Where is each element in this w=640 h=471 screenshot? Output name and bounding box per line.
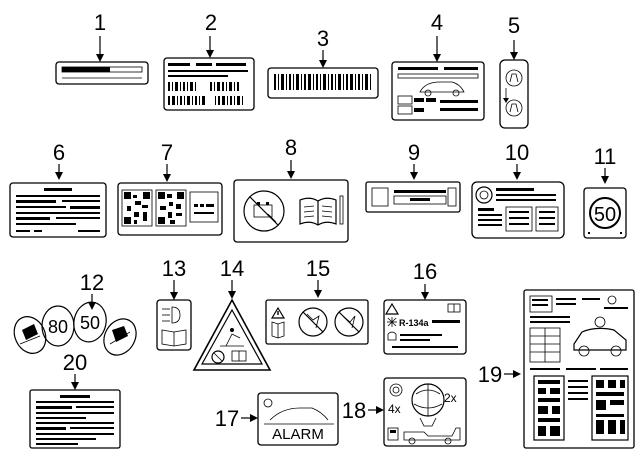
label-5: 5 — [499, 13, 529, 129]
callout-13: 13 — [162, 256, 186, 281]
fuse-diagram-right — [591, 375, 629, 441]
callout-9: 9 — [408, 140, 420, 165]
label-20: 20 — [29, 350, 121, 449]
callout-11: 11 — [594, 144, 617, 169]
book-icon — [161, 329, 187, 347]
label-10: 10 — [471, 140, 565, 239]
label-13: 13 — [156, 256, 192, 351]
callout-16: 16 — [413, 259, 437, 284]
warning-jack-icon — [220, 328, 244, 347]
callout-12: 12 — [80, 270, 104, 295]
headlight-icon — [162, 306, 181, 324]
count-4x-label: 4x — [388, 402, 401, 416]
speed-limit-value: 50 — [594, 204, 616, 226]
car-outline-icon — [573, 316, 627, 357]
qr-code-left — [121, 189, 153, 227]
fuse-diagram-left — [533, 375, 565, 441]
callout-2: 2 — [205, 10, 217, 35]
label-19: 19 — [478, 289, 635, 449]
label-7: 7 — [117, 140, 223, 236]
callout-18: 18 — [342, 398, 366, 423]
label-11: 11 50 — [583, 144, 627, 239]
globe-tow-icon — [411, 383, 445, 427]
alarm-label: ALARM — [272, 426, 324, 443]
speed-decal-50: 50 — [73, 301, 107, 343]
no-touch-icon-1 — [298, 307, 328, 337]
speed-decal-80: 80 — [41, 305, 75, 347]
label-17: 17 ALARM — [215, 392, 339, 446]
callout-15: 15 — [306, 256, 330, 281]
seat-icon — [503, 69, 523, 117]
no-touch-icon-2 — [334, 307, 364, 337]
callout-4: 4 — [431, 10, 443, 35]
label-3-barcode — [274, 74, 371, 90]
callout-19: 19 — [478, 362, 502, 387]
label-14: 14 — [192, 256, 272, 371]
tire-decal-1 — [13, 316, 47, 354]
label-2-text-lines — [168, 63, 248, 77]
no-battery-icon — [243, 190, 285, 232]
label-4: 4 — [391, 10, 485, 121]
label-6: 6 — [9, 140, 107, 238]
callout-8: 8 — [285, 135, 297, 160]
label-15: 15 — [265, 256, 369, 345]
callout-7: 7 — [161, 140, 173, 165]
count-2x-label: 2x — [444, 391, 457, 405]
label-12: 12 80 50 — [13, 270, 137, 356]
callout-6: 6 — [53, 140, 65, 165]
snowflake-icon — [387, 317, 397, 327]
callout-17: 17 — [215, 406, 239, 431]
label-8: 8 — [233, 135, 349, 243]
qr-code-right — [155, 189, 187, 227]
callout-5: 5 — [508, 13, 520, 38]
tire-decal-2 — [103, 318, 137, 356]
label-2-barcodes — [168, 82, 243, 105]
manual-icon — [299, 197, 337, 226]
label-3: 3 — [267, 26, 379, 99]
speed-50-label: 50 — [80, 313, 100, 333]
label-18: 18 4x 2x — [342, 377, 467, 447]
callout-14: 14 — [220, 256, 244, 281]
callout-10: 10 — [505, 140, 529, 165]
speed-80-label: 80 — [48, 317, 68, 337]
label-2: 2 — [163, 10, 255, 111]
car-icon — [419, 81, 465, 93]
label-16: 16 R-134a — [383, 259, 467, 355]
callout-1: 1 — [94, 10, 106, 35]
callout-20: 20 — [63, 350, 87, 375]
refrigerant-label: R-134a — [399, 318, 430, 328]
label-9: 9 — [365, 140, 461, 213]
callout-3: 3 — [317, 26, 329, 51]
label-1: 1 — [55, 10, 149, 85]
